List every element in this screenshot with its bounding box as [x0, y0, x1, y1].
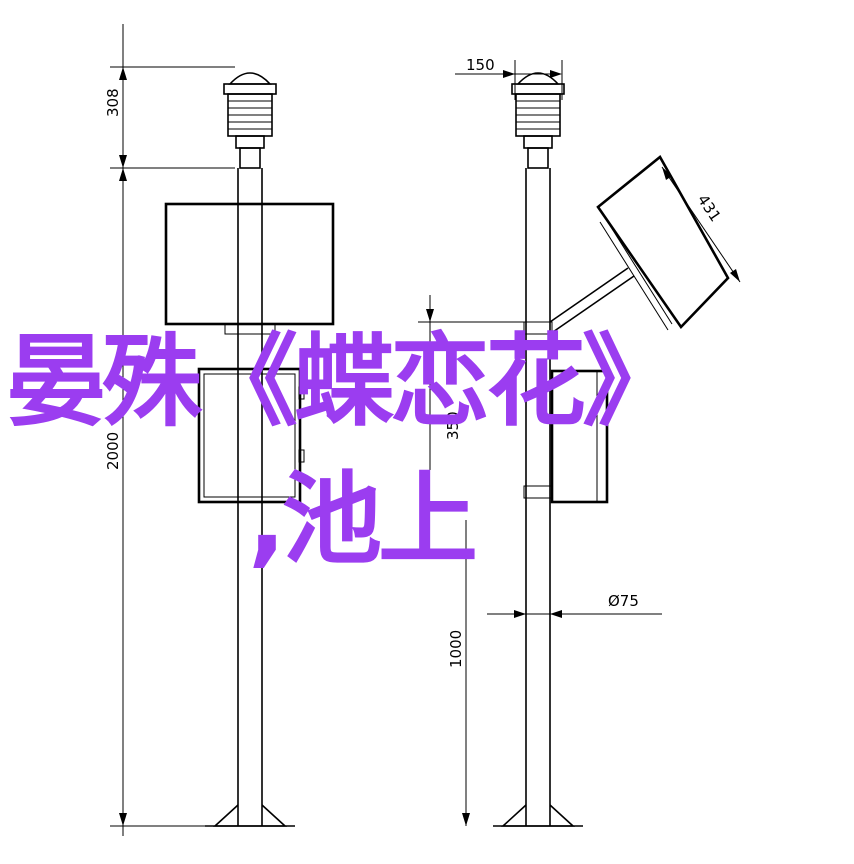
dim-mount-height: 2000	[104, 432, 122, 470]
overlay-title-line2: ,池上	[248, 461, 478, 578]
arrow-icon	[119, 155, 127, 168]
side-control-box	[550, 369, 609, 504]
sensor-neck	[235, 135, 265, 149]
arrow-icon	[550, 610, 562, 618]
dim-sensor-width: 150	[466, 56, 495, 74]
arrow-icon	[730, 269, 740, 282]
arrow-icon	[462, 813, 470, 826]
sensor-cap	[223, 83, 277, 95]
sensor-dome	[228, 72, 272, 85]
left-view: 308 2000	[104, 24, 335, 836]
tilted-solar-panel	[596, 155, 730, 330]
arrow-icon	[503, 70, 515, 78]
left-base	[212, 804, 288, 827]
arrow-icon	[119, 813, 127, 826]
sensor-mount	[239, 147, 261, 169]
control-box	[197, 367, 302, 504]
panel-bracket	[224, 323, 276, 335]
dim-arm-height: 350	[444, 411, 462, 440]
arrow-icon	[550, 70, 562, 78]
right-view: 150 431	[418, 56, 741, 827]
arrow-icon	[662, 167, 672, 180]
right-base	[500, 804, 576, 827]
dim-sensor-height: 308	[104, 88, 122, 117]
solar-panel	[164, 202, 335, 326]
panel-arm	[549, 267, 629, 323]
dim-base-height: 1000	[447, 630, 465, 668]
arrow-icon	[119, 67, 127, 80]
dim-pole-diameter: Ø75	[608, 592, 639, 610]
arrow-icon	[514, 610, 526, 618]
arrow-icon	[119, 168, 127, 181]
panel-dim-line	[661, 166, 741, 283]
arrow-icon	[426, 309, 434, 322]
overlay-title-line1: 晏殊《蝶恋花》	[6, 323, 682, 440]
